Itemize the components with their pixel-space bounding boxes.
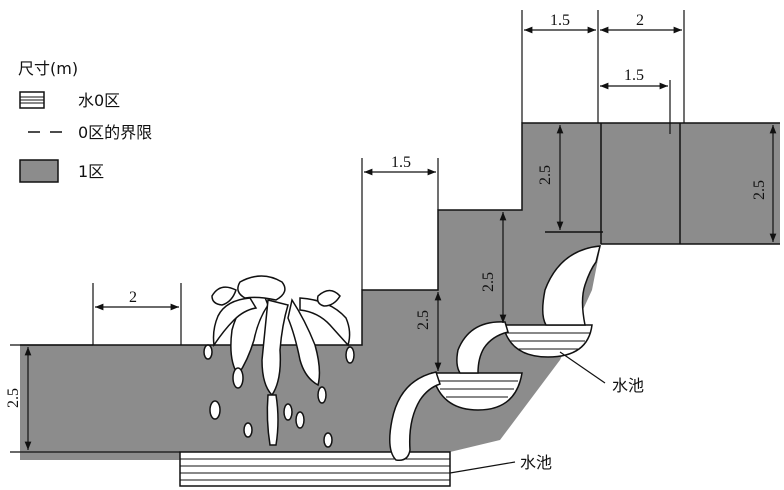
dim-step1-height: 2.5 [415,310,432,330]
cascade-pool-lower [431,372,523,411]
ground-pool [179,451,451,487]
leader-line [449,461,516,474]
legend-item-label: 水0区 [78,91,120,110]
dim-right-height: 2.5 [751,180,768,200]
dim-top-width-a: 1.5 [550,12,570,29]
dim-step1-width: 1.5 [391,154,411,171]
legend-item-label: 0区的界限 [78,123,152,142]
legend-title: 尺寸(m) [18,59,78,78]
pool-label-lower: 水池 [520,453,552,472]
legend-item-label: 1区 [78,162,104,181]
hatched-rect-icon [19,91,45,109]
dim-top-width-b: 2 [636,12,644,29]
dim-top-width-c: 1.5 [624,67,644,84]
cascade-pool-upper [502,324,593,358]
waterfall-middle [456,321,509,374]
dim-upper-height: 2.5 [537,165,554,185]
dim-left-width: 2 [129,289,137,306]
zone1-region [20,123,780,460]
waterfall-top [542,245,601,326]
legend: 尺寸(m) 水0区 0区的界限 1区 [18,59,152,183]
zone1-outline [20,122,780,346]
gray-rect-icon [19,159,59,183]
dim-step2-height: 2.5 [480,272,497,292]
pool-label-upper: 水池 [612,376,644,395]
dimension-lines [10,10,777,453]
fountain [203,275,355,448]
waterfall-bottom [389,371,441,462]
dim-left-height: 2.5 [5,388,22,408]
leader-line [559,351,606,384]
